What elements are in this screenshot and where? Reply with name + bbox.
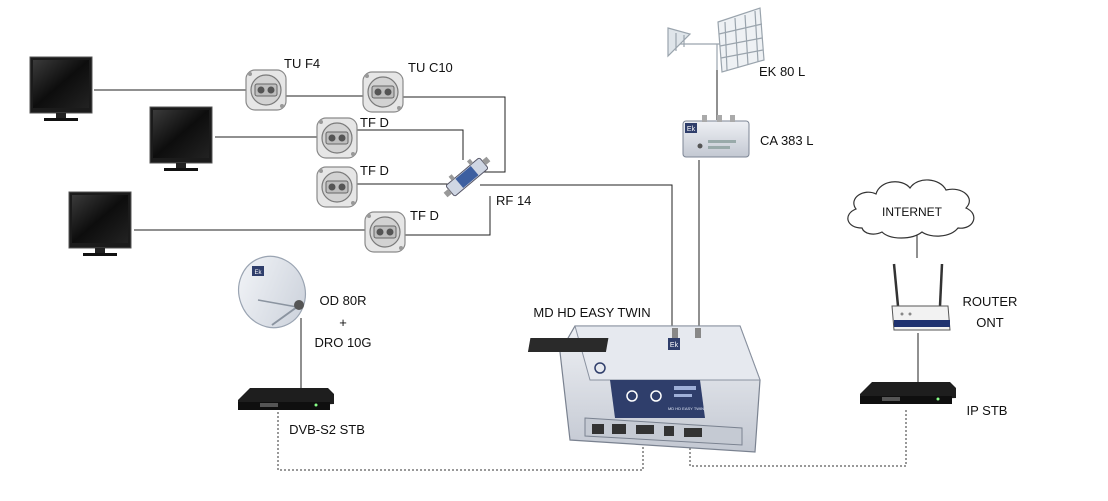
label-md-hd-easy-twin: MD HD EASY TWIN bbox=[533, 305, 650, 320]
wire-tuc10-splitter bbox=[402, 96, 506, 173]
set-top-box-icon bbox=[238, 388, 334, 410]
label-tf-d-2: TF D bbox=[360, 163, 389, 178]
label-dvb-s2-stb: DVB-S2 STB bbox=[289, 422, 365, 437]
wire-tfd1-splitter bbox=[340, 129, 464, 160]
label-ip-stb: IP STB bbox=[967, 403, 1008, 418]
wall-socket-icon bbox=[364, 211, 406, 253]
router-icon bbox=[891, 263, 951, 331]
wall-socket-icon bbox=[362, 71, 404, 113]
label-tf-d-1: TF D bbox=[360, 115, 389, 130]
label-dro-10g: DRO 10G bbox=[314, 335, 371, 350]
amplifier-icon: Ek bbox=[682, 115, 750, 158]
television-icon bbox=[68, 191, 132, 257]
tv-antenna-icon bbox=[667, 7, 765, 73]
set-top-box-icon bbox=[860, 382, 956, 404]
label-od-80r: OD 80R bbox=[320, 293, 367, 308]
splitter-icon bbox=[443, 156, 491, 198]
cloud-icon bbox=[847, 179, 975, 239]
wall-socket-icon bbox=[316, 117, 358, 159]
label-ek-80-l: EK 80 L bbox=[759, 64, 805, 79]
wire-tfd3-splitter bbox=[404, 196, 491, 236]
md-hd-easy-twin-device bbox=[527, 325, 761, 453]
wall-socket-icon bbox=[316, 166, 358, 208]
label-rf-14: RF 14 bbox=[496, 193, 531, 208]
hdmi-device-ipstb bbox=[689, 408, 907, 467]
label-plus: + bbox=[339, 315, 347, 330]
wall-socket-icon bbox=[245, 69, 287, 111]
label-ca-383-l: CA 383 L bbox=[760, 133, 814, 148]
device-badge: Ek bbox=[670, 342, 679, 349]
television-icon bbox=[149, 106, 213, 172]
hdmi-wiring bbox=[277, 408, 907, 471]
wiring bbox=[94, 68, 919, 390]
hdmi-dvbs2-device bbox=[277, 412, 644, 471]
wire-splitter-device bbox=[480, 184, 673, 337]
satellite-dish-icon bbox=[238, 255, 306, 329]
label-tu-c10: TU C10 bbox=[408, 60, 453, 75]
label-internet: INTERNET bbox=[882, 205, 943, 219]
label-tf-d-3: TF D bbox=[410, 208, 439, 223]
svg-text:Ek: Ek bbox=[687, 126, 696, 133]
label-router: ROUTER bbox=[963, 294, 1018, 309]
dish-badge: Ek bbox=[254, 270, 262, 276]
label-tu-f4: TU F4 bbox=[284, 56, 320, 71]
television-icon bbox=[29, 56, 93, 122]
device-model-text: MD HD EASY TWIN bbox=[668, 406, 704, 411]
label-ont: ONT bbox=[976, 315, 1004, 330]
